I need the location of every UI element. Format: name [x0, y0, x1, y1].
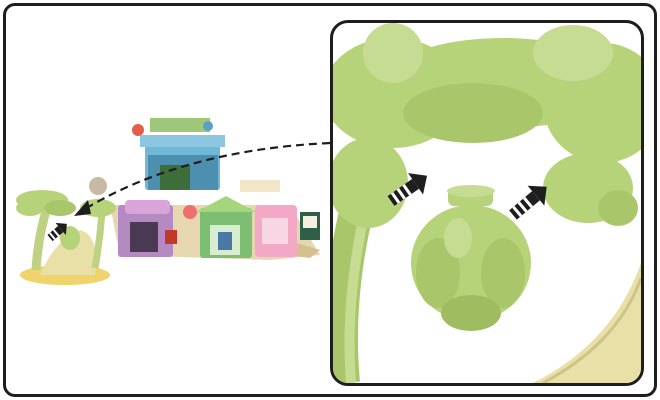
detail-inset: [330, 20, 644, 386]
round-badge: [89, 177, 107, 195]
pink-hut: [255, 205, 297, 257]
trunk-base-curve: [533, 263, 641, 383]
umbrella-top: [183, 205, 197, 219]
palm-tree-island: [16, 190, 116, 285]
detail-illustration: [333, 23, 641, 383]
fruit-cluster: [411, 185, 531, 331]
purple-shop: [118, 200, 177, 257]
cluster-slot: [418, 152, 538, 173]
